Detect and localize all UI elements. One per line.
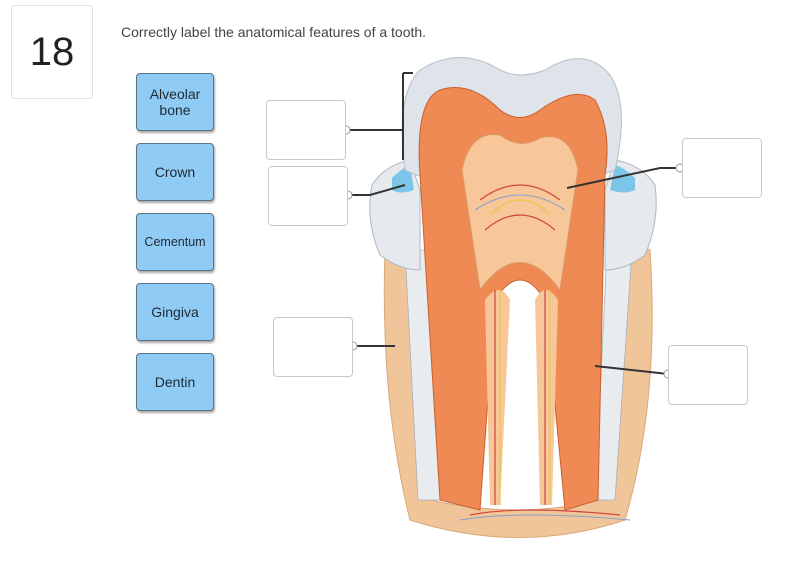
leader-lines [346, 72, 680, 375]
label-crown[interactable]: Crown [136, 143, 214, 201]
label-cementum[interactable]: Cementum [136, 213, 214, 271]
label-dentin[interactable]: Dentin [136, 353, 214, 411]
drop-zone-cementum-region[interactable] [668, 345, 748, 405]
drop-zone-crown-region[interactable] [266, 100, 346, 160]
drop-zone-gingiva-region[interactable] [268, 166, 348, 226]
question-number: 18 [11, 5, 93, 99]
pulp-region [461, 133, 579, 292]
drop-zone-alveolar-bone-region[interactable] [273, 317, 353, 377]
question-prompt: Correctly label the anatomical features … [121, 24, 427, 40]
label-gingiva[interactable]: Gingiva [136, 283, 214, 341]
drop-zone-dentin-region[interactable] [682, 138, 762, 198]
